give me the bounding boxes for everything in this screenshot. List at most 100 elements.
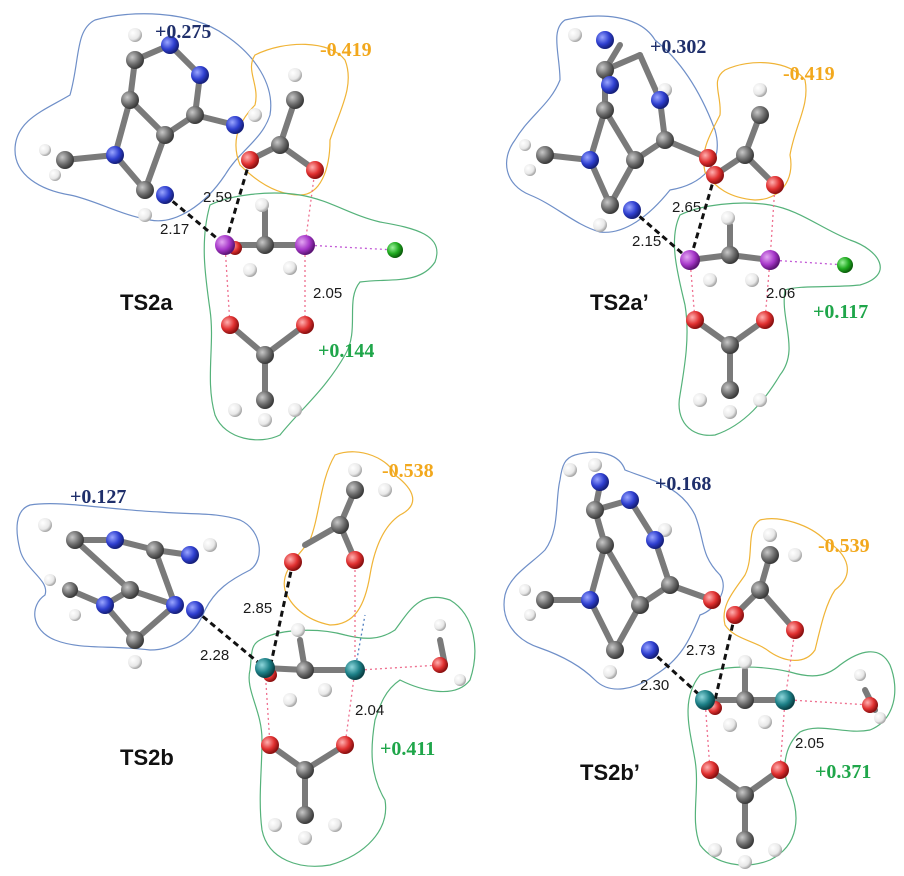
carbon-atom — [721, 381, 739, 399]
forming-bond-o-c — [713, 614, 737, 701]
hydrogen-atom — [658, 523, 672, 537]
hydrogen-atom — [588, 458, 602, 472]
carbon-atom — [751, 106, 769, 124]
nitrogen-atom — [156, 186, 174, 204]
carbon-atom — [586, 501, 604, 519]
hydrogen-atom — [768, 843, 782, 857]
distance-label: 2.06 — [766, 285, 795, 302]
hydrogen-atom — [524, 609, 536, 621]
panel-ts2a: TS2a 2.17 2.59 2.05 +0.275 -0.419 +0.144 — [14, 13, 438, 441]
hydrogen-atom — [378, 483, 392, 497]
transition-atom — [775, 690, 795, 710]
distance-label: 2.59 — [203, 189, 232, 206]
oxygen-atom — [766, 176, 784, 194]
carbon-atom — [296, 806, 314, 824]
ts-label: TS2a’ — [590, 290, 649, 315]
hydrogen-atom — [854, 669, 866, 681]
carbon-atom — [296, 761, 314, 779]
hydrogen-atom — [328, 818, 342, 832]
distance-label: 2.85 — [243, 600, 272, 617]
charge-acetate: -0.539 — [818, 535, 870, 557]
charge-acetate: -0.419 — [783, 63, 835, 85]
carbon-atom — [66, 531, 84, 549]
carbon-atom — [601, 196, 619, 214]
oxygen-atom — [432, 657, 448, 673]
distance-label: 2.04 — [355, 702, 384, 719]
carbon-atom — [126, 631, 144, 649]
hydrogen-atom — [434, 619, 446, 631]
charge-nucleobase: +0.127 — [70, 486, 126, 508]
charge-nucleobase: +0.302 — [650, 36, 706, 58]
oxygen-atom — [221, 316, 239, 334]
acetate-envelope — [723, 518, 848, 661]
hydrogen-atom — [258, 413, 272, 427]
hydrogen-atom — [38, 518, 52, 532]
oxygen-atom — [862, 697, 878, 713]
hydrogen-atom — [291, 623, 305, 637]
hydrogen-atom — [318, 683, 332, 697]
forming-bond-n-c — [164, 193, 226, 247]
nitrogen-atom — [96, 596, 114, 614]
charge-acetate: -0.538 — [382, 460, 434, 482]
carbon-atom — [751, 581, 769, 599]
carbon-atom — [661, 576, 679, 594]
forming-bond-n-c — [648, 648, 707, 702]
hydrogen-atom — [255, 198, 269, 212]
nitrogen-atom — [106, 146, 124, 164]
hydrogen-atom — [283, 693, 297, 707]
hydrogen-atom — [44, 574, 56, 586]
carbon-atom — [346, 481, 364, 499]
hydrogen-atom — [723, 405, 737, 419]
atoms — [519, 28, 853, 419]
carbon-atom — [596, 536, 614, 554]
carbon-atom — [761, 546, 779, 564]
hydrogen-atom — [703, 273, 717, 287]
carbon-atom — [536, 146, 554, 164]
nitrogen-atom — [161, 36, 179, 54]
transition-atom — [255, 658, 275, 678]
hydrogen-atom — [69, 609, 81, 621]
oxygen-atom — [706, 166, 724, 184]
distance-label: 2.28 — [200, 647, 229, 664]
hydrogen-atom — [454, 674, 466, 686]
hydrogen-atom — [348, 463, 362, 477]
nitrogen-atom — [646, 531, 664, 549]
sugar-envelope — [203, 192, 438, 441]
hydrogen-atom — [524, 164, 536, 176]
nucleobase-envelope — [14, 13, 272, 222]
ts-label: TS2b — [120, 745, 174, 770]
hydrogen-atom — [39, 144, 51, 156]
forming-bond-n-c — [631, 208, 691, 262]
carbon-atom — [656, 131, 674, 149]
transition-atom — [695, 690, 715, 710]
distance-label: 2.30 — [640, 677, 669, 694]
hydrogen-atom — [723, 718, 737, 732]
charge-nucleobase: +0.168 — [655, 473, 711, 495]
distance-label: 2.15 — [632, 233, 661, 250]
atoms — [519, 458, 886, 869]
carbon-atom — [596, 61, 614, 79]
atoms — [39, 28, 403, 427]
chlorine-atom — [837, 257, 853, 273]
charge-sugar: +0.371 — [815, 761, 871, 783]
carbon-atom — [536, 591, 554, 609]
bonds — [62, 42, 318, 403]
nitrogen-atom — [601, 76, 619, 94]
hydrogen-atom — [268, 818, 282, 832]
hydrogen-atom — [738, 655, 752, 669]
hydrogen-atom — [49, 169, 61, 181]
oxygen-atom — [686, 311, 704, 329]
hydrogen-atom — [874, 712, 886, 724]
nitrogen-atom — [106, 531, 124, 549]
hydrogen-atom — [758, 715, 772, 729]
nitrogen-atom — [641, 641, 659, 659]
carbon-atom — [736, 786, 754, 804]
iodine-atom — [295, 235, 315, 255]
carbon-atom — [626, 151, 644, 169]
hydrogen-atom — [228, 403, 242, 417]
carbon-atom — [736, 831, 754, 849]
nitrogen-atom — [623, 201, 641, 219]
nitrogen-atom — [181, 546, 199, 564]
carbon-atom — [62, 582, 78, 598]
